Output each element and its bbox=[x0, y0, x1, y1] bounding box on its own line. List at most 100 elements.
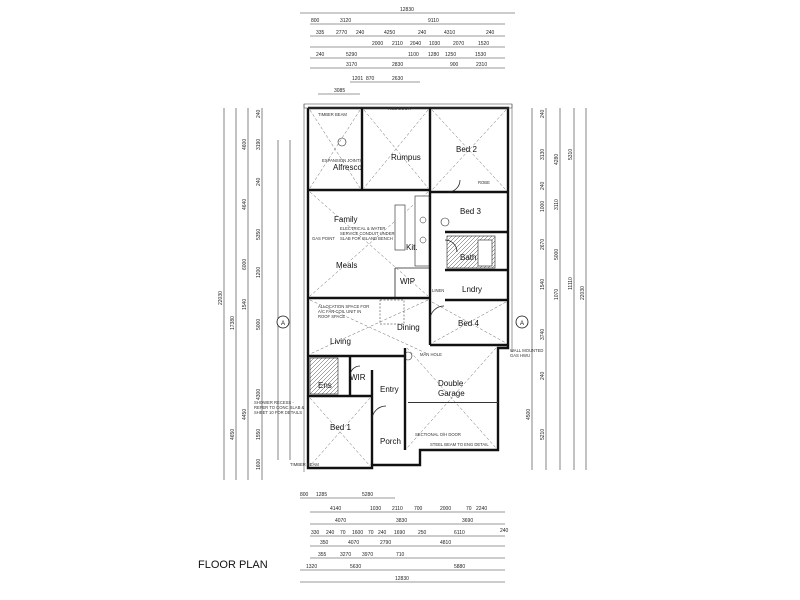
room-porch: Porch bbox=[380, 437, 401, 446]
room-living: Living bbox=[330, 337, 351, 346]
section-marker-left bbox=[276, 315, 290, 329]
room-bed4: Bed 4 bbox=[458, 319, 479, 328]
dim-right-c3-6: 3740 bbox=[540, 329, 546, 340]
room-diagonals bbox=[309, 109, 507, 467]
dim-top-r3-4: 2070 bbox=[453, 41, 464, 47]
dim-top-r2-5: 4310 bbox=[444, 30, 455, 36]
sink-icon bbox=[419, 216, 427, 224]
dim-top-r4-4: 1250 bbox=[445, 52, 456, 58]
room-garage-line1: Double bbox=[438, 379, 464, 388]
dim-top-r2-3: 4250 bbox=[384, 30, 395, 36]
note-wall-mounted: WALL MOUNTED GAS HWU bbox=[510, 348, 544, 358]
room-family: Family bbox=[334, 215, 358, 224]
note-linen: LINEN bbox=[432, 288, 444, 293]
room-bed2: Bed 2 bbox=[456, 145, 477, 154]
dim-right-c3-2: 240 bbox=[540, 181, 546, 190]
dim-bot-r1-1: 1285 bbox=[316, 492, 327, 498]
left-dimensions: 22030 17380 4650 4600 4640 6000 1540 445… bbox=[218, 108, 291, 480]
note-man-hole: MAN HOLE bbox=[420, 352, 442, 357]
dim-bot-r5-3: 4810 bbox=[440, 540, 451, 546]
dim-top-r3-2: 2040 bbox=[410, 41, 421, 47]
dim-top-r2-4: 240 bbox=[418, 30, 427, 36]
bathtub-icon bbox=[477, 239, 493, 267]
dim-top-overall: 12830 bbox=[400, 7, 414, 13]
fixtures bbox=[309, 137, 498, 421]
dim-right-c1-1: 11110 bbox=[568, 277, 574, 290]
note-hob-door: HOB DOOR bbox=[388, 106, 411, 111]
bottom-dimensions: 800 1285 5280 4140 1030 2110 700 2000 70… bbox=[300, 492, 509, 583]
dim-bot-r7-2: 5880 bbox=[454, 564, 465, 570]
dim-top-r5-2: 900 bbox=[450, 62, 459, 68]
cooktop-icon bbox=[419, 236, 427, 244]
dim-bot-r1-0: 800 bbox=[300, 492, 309, 498]
dim-bot-r2-6: 2240 bbox=[476, 506, 487, 512]
dim-left-c2-1: 4640 bbox=[242, 199, 248, 210]
dim-right-c3-8: 5210 bbox=[540, 429, 546, 440]
dim-bot-r4-6: 1690 bbox=[394, 530, 405, 536]
dim-bot-r2-0: 4140 bbox=[330, 506, 341, 512]
dim-top-r3-0: 2000 bbox=[372, 41, 383, 47]
section-marker-right-label: A bbox=[520, 321, 524, 327]
dim-bot-r2-3: 700 bbox=[414, 506, 423, 512]
dim-top-r1-2: 9110 bbox=[428, 18, 439, 24]
dim-bot-r7-0: 1320 bbox=[306, 564, 317, 570]
dim-bot-r4-0: 330 bbox=[311, 530, 320, 536]
dim-right-c3-4: 2670 bbox=[540, 239, 546, 250]
dim-top-r7-0: 3085 bbox=[334, 88, 345, 94]
section-marker-right bbox=[515, 315, 529, 329]
dim-bot-r2-2: 2110 bbox=[392, 506, 403, 512]
note-expansion-joints: EXPANSION JOINTS bbox=[322, 158, 362, 163]
dim-left-c3-5: 5000 bbox=[256, 319, 262, 330]
note-aircon: ALLOCATION SPACE FOR A/C FAN COIL UNIT I… bbox=[318, 304, 370, 319]
dim-bot-r3-2: 3690 bbox=[462, 518, 473, 524]
top-dimensions: 12830 800 3120 9110 335 2770 240 4250 24… bbox=[300, 7, 515, 95]
note-robe: ROBE bbox=[478, 180, 490, 185]
island-bench bbox=[394, 204, 406, 251]
dim-top-r4-2: 1100 bbox=[408, 52, 419, 58]
door-swing-icon bbox=[444, 239, 458, 253]
internal-walls bbox=[308, 108, 508, 465]
note-steel-beam: STEEL BEAM TO ENG DETAIL bbox=[430, 442, 489, 447]
dim-bot-r3-0: 4070 bbox=[335, 518, 346, 524]
dim-bot-r4-2: 70 bbox=[340, 530, 346, 536]
dim-left-c3-4: 1200 bbox=[256, 267, 262, 278]
dim-bot-r4-8: 6110 bbox=[454, 530, 465, 536]
dim-right-c3-3: 1000 bbox=[540, 201, 546, 212]
dim-bot-r5-2: 2790 bbox=[380, 540, 391, 546]
dim-left-c3-1: 3190 bbox=[256, 139, 262, 150]
dim-top-r2-1: 2770 bbox=[336, 30, 347, 36]
room-lndry: Lndry bbox=[462, 285, 482, 294]
dim-left-c3-2: 240 bbox=[256, 177, 262, 186]
note-sectional-door: SECTIONAL O/H DOOR bbox=[415, 432, 461, 437]
dim-top-r4-1: 5290 bbox=[346, 52, 357, 58]
note-wall-mounted-wrap: WALL MOUNTED GAS HWU bbox=[510, 348, 544, 358]
note-electrical-wrap: ELECTRICAL & WATER SERVICE CONDUIT UNDER… bbox=[340, 226, 395, 241]
room-rumpus: Rumpus bbox=[391, 153, 421, 162]
dim-bot-r4-1: 240 bbox=[326, 530, 335, 536]
dim-bot-r5-1: 4070 bbox=[348, 540, 359, 546]
dim-left-c3-8: 1600 bbox=[256, 459, 262, 470]
annotation-notes: EXPANSION JOINTS TIMBER BEAM TIMBER BEAM… bbox=[254, 106, 544, 467]
dim-top-r5-1: 2830 bbox=[392, 62, 403, 68]
dim-bot-r6-2: 3970 bbox=[362, 552, 373, 558]
dim-left-c3-6: 4300 bbox=[256, 389, 262, 400]
room-labels: Alfresco Rumpus Bed 2 Bed 3 Family Kit. … bbox=[318, 145, 482, 446]
room-wir: WIR bbox=[350, 373, 366, 382]
dim-right-c1-2: 4500 bbox=[526, 409, 532, 420]
dim-left-overall: 22030 bbox=[218, 291, 224, 305]
dim-bot-r3-3: 240 bbox=[500, 528, 509, 534]
dim-left-c3-7: 1550 bbox=[256, 429, 262, 440]
dim-right-c3-7: 240 bbox=[540, 371, 546, 380]
note-aircon-wrap: ALLOCATION SPACE FOR A/C FAN COIL UNIT I… bbox=[318, 304, 370, 319]
dim-right-c3-1: 3130 bbox=[540, 149, 546, 160]
dim-top-r4-3: 1280 bbox=[428, 52, 439, 58]
dim-top-r2-6: 240 bbox=[486, 30, 495, 36]
note-gas-point: GAS POINT bbox=[312, 236, 335, 241]
floor-waste-icon bbox=[337, 137, 347, 147]
dim-bot-r5-0: 350 bbox=[320, 540, 329, 546]
dim-left-c2-4: 4450 bbox=[242, 409, 248, 420]
dim-bot-r3-1: 3830 bbox=[396, 518, 407, 524]
dim-left-c3-0: 240 bbox=[256, 109, 262, 118]
dim-top-r6-0: 1201 bbox=[352, 76, 363, 82]
